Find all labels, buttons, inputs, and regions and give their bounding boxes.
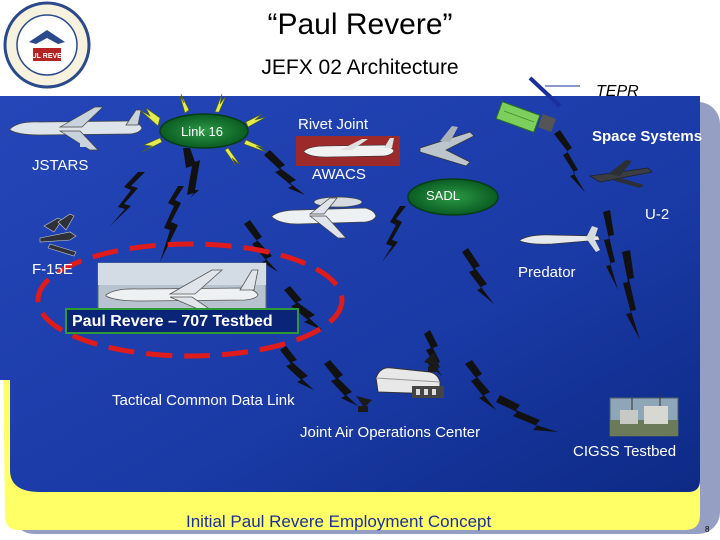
link16-oval bbox=[159, 113, 249, 149]
page-number: 8 bbox=[705, 525, 710, 534]
fighter-aircraft bbox=[419, 126, 475, 167]
tepr-label: TEPR bbox=[596, 83, 639, 100]
satellite-beam bbox=[528, 76, 562, 108]
link16-rays bbox=[139, 93, 267, 167]
f15e-aircraft bbox=[39, 213, 77, 257]
jstars-aircraft bbox=[9, 106, 143, 151]
slide-title: “Paul Revere” bbox=[267, 8, 453, 41]
tcdl-terminals bbox=[356, 352, 440, 412]
predator-uav bbox=[519, 226, 601, 252]
cigss-testbed-photo bbox=[609, 394, 679, 437]
jaoc-building bbox=[375, 367, 444, 398]
u2-label: U-2 bbox=[645, 206, 670, 223]
awacs-aircraft bbox=[271, 196, 377, 239]
concept-caption: Initial Paul Revere Employment Concept bbox=[186, 512, 492, 531]
slide-subtitle: JEFX 02 Architecture bbox=[261, 56, 459, 79]
tcdl-label: Tactical Common Data Link bbox=[112, 392, 295, 409]
testbed-label-box bbox=[65, 308, 299, 334]
cigss-label: CIGSS Testbed bbox=[573, 443, 677, 460]
sadl-label: SADL bbox=[426, 188, 460, 203]
predator-label: Predator bbox=[518, 264, 576, 281]
testbed-707-label: Paul Revere – 707 Testbed bbox=[72, 313, 273, 330]
command-seal: PAUL REVERE bbox=[3, 1, 91, 89]
jaoc-label: Joint Air Operations Center bbox=[300, 424, 481, 441]
space-systems-label: Space Systems bbox=[592, 128, 703, 145]
f15e-label: F-15E bbox=[32, 261, 73, 278]
comm-bolts bbox=[110, 130, 640, 432]
rivet-joint-label: Rivet Joint bbox=[298, 116, 369, 133]
jstars-label: JSTARS bbox=[32, 157, 89, 174]
link16-label: Link 16 bbox=[181, 124, 223, 139]
seal-text: PAUL REVERE bbox=[22, 53, 71, 60]
u2-aircraft bbox=[589, 160, 653, 188]
rivet-joint-photo bbox=[296, 136, 400, 166]
awacs-label: AWACS bbox=[312, 166, 366, 183]
satellite-icon bbox=[495, 101, 556, 133]
sadl-oval bbox=[407, 178, 499, 216]
testbed-highlight bbox=[35, 241, 345, 359]
